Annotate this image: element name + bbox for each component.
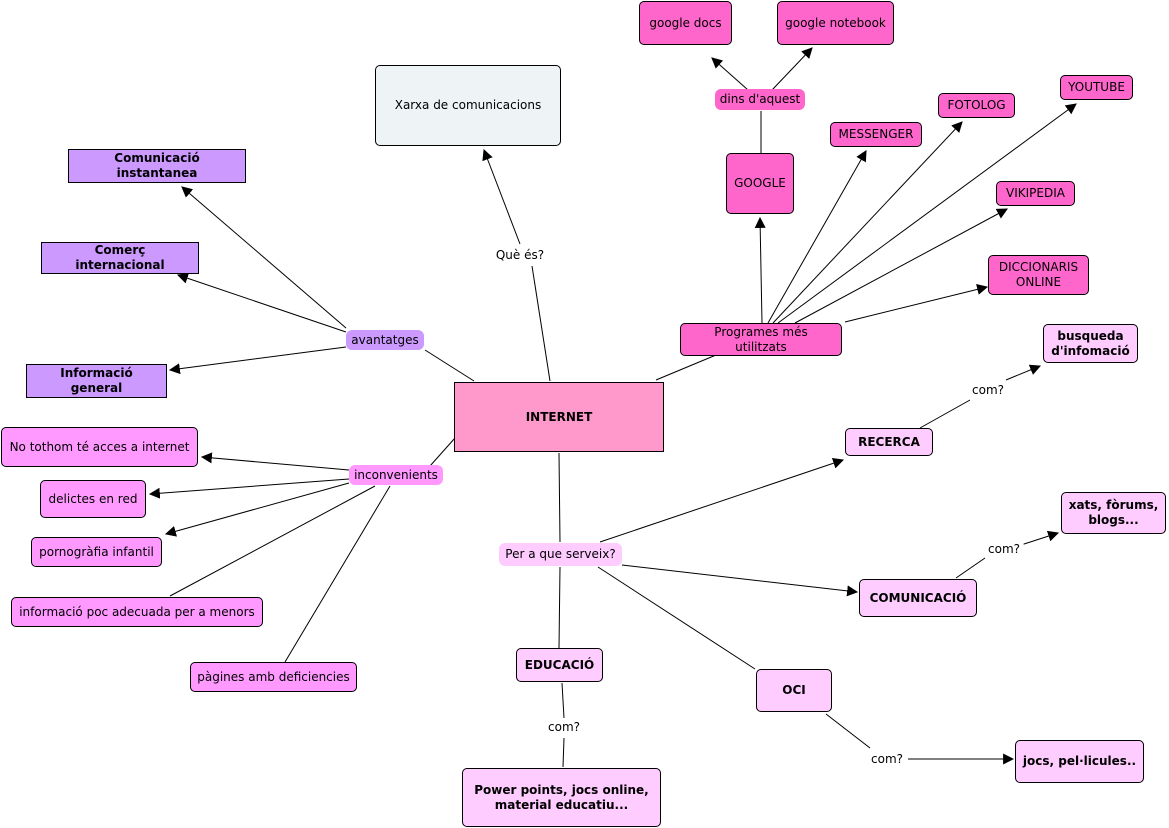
link-label-que-es: Què és? (492, 245, 548, 265)
node-informacio-poc-adecuada[interactable]: informació poc adecuada per a menors (11, 597, 263, 627)
root-node-internet[interactable]: INTERNET (454, 382, 664, 452)
node-google[interactable]: GOOGLE (726, 153, 794, 214)
link-label-dins-daquest: dins d'aquest (715, 89, 805, 110)
node-comunicacio[interactable]: COMUNICACIÓ (859, 579, 977, 617)
node-pagines-deficiencies[interactable]: pàgines amb deficiencies (190, 662, 357, 692)
node-comerc-internacional[interactable]: Comerç internacional (41, 242, 199, 274)
node-educacio[interactable]: EDUCACIÓ (516, 648, 603, 682)
link-label-com-recerca: com? (968, 381, 1008, 399)
link-label-per-a-que-serveix: Per a que serveix? (499, 543, 622, 566)
node-power-points-jocs-material[interactable]: Power points, jocs online, material educ… (462, 768, 661, 827)
node-youtube[interactable]: YOUTUBE (1060, 75, 1133, 100)
node-no-tothom-acces[interactable]: No tothom té acces a internet (1, 427, 198, 467)
node-busqueda-informacio[interactable]: busqueda d'infomació (1043, 324, 1138, 363)
link-label-avantatges: avantatges (346, 330, 424, 350)
node-diccionaris-online[interactable]: DICCIONARIS ONLINE (988, 255, 1089, 295)
link-label-com-educacio: com? (544, 718, 584, 736)
node-pornografia-infantil[interactable]: pornogràfia infantil (31, 537, 162, 567)
node-jocs-pellicules[interactable]: jocs, pel·licules.. (1015, 740, 1144, 783)
node-delictes-en-red[interactable]: delictes en red (40, 480, 146, 518)
node-recerca[interactable]: RECERCA (845, 428, 933, 456)
node-google-docs[interactable]: google docs (639, 1, 732, 45)
link-label-com-oci: com? (867, 750, 907, 768)
node-vikipedia[interactable]: VIKIPEDIA (996, 181, 1075, 206)
node-google-notebook[interactable]: google notebook (777, 1, 894, 45)
link-label-inconvenients: inconvenients (349, 465, 443, 485)
link-label-com-comunicacio: com? (984, 540, 1024, 558)
node-fotolog[interactable]: FOTOLOG (938, 93, 1015, 118)
node-informacio-general[interactable]: Informació general (26, 364, 167, 398)
node-comunicacio-instantanea[interactable]: Comunicació instantanea (68, 149, 246, 183)
node-oci[interactable]: OCI (756, 669, 832, 712)
node-messenger[interactable]: MESSENGER (830, 122, 922, 147)
node-xarxa-comunicacions[interactable]: Xarxa de comunicacions (375, 65, 561, 146)
node-programes-mes-utilitzats[interactable]: Programes més utilitzats (680, 323, 842, 356)
node-xats-forums-blogs[interactable]: xats, fòrums, blogs... (1061, 492, 1166, 534)
